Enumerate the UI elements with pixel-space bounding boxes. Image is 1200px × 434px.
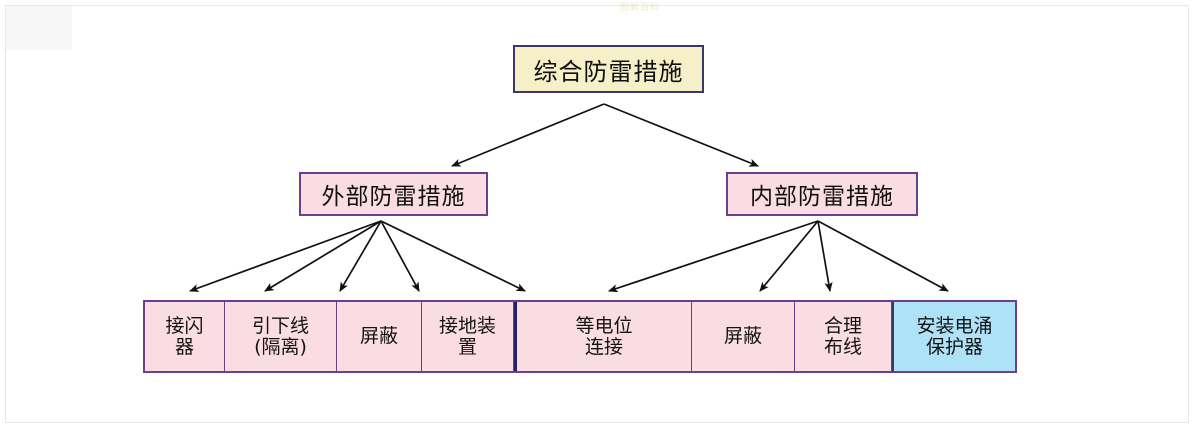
leaf-shielding-internal[interactable]: 屏蔽 bbox=[692, 302, 795, 371]
leaf-equipotential-bonding-label: 等电位 连接 bbox=[575, 314, 633, 358]
leaf-reasonable-wiring-label: 合理 布线 bbox=[823, 314, 862, 358]
leaf-earthing-device[interactable]: 接地装 置 bbox=[422, 302, 514, 371]
leaf-earthing-device-label: 接地装 置 bbox=[438, 314, 496, 358]
leaf-down-conductor-label: 引下线 (隔离) bbox=[251, 314, 309, 358]
arrow-group-external bbox=[189, 220, 526, 292]
leaf-surge-protector-label: 安装电涌 保护器 bbox=[916, 314, 993, 358]
node-root-label: 综合防雷措施 bbox=[533, 57, 684, 86]
frame-corner-shade bbox=[6, 6, 72, 50]
leaf-down-conductor[interactable]: 引下线 (隔离) bbox=[225, 302, 337, 371]
node-external-label: 外部防雷措施 bbox=[321, 184, 466, 210]
leaf-shielding-external[interactable]: 屏蔽 bbox=[337, 302, 422, 371]
node-root[interactable]: 综合防雷措施 bbox=[513, 45, 704, 93]
leaf-row: 接闪 器 引下线 (隔离) 屏蔽 接地装 置 等电位 连接 屏蔽 合理 布线 安… bbox=[143, 300, 1017, 373]
node-internal-label: 内部防雷措施 bbox=[750, 184, 894, 210]
watermark-text: 图解百科 bbox=[620, 3, 661, 13]
leaf-reasonable-wiring[interactable]: 合理 布线 bbox=[795, 302, 892, 371]
leaf-air-terminal[interactable]: 接闪 器 bbox=[145, 302, 225, 371]
node-internal-measures[interactable]: 内部防雷措施 bbox=[726, 172, 918, 216]
leaf-equipotential-bonding[interactable]: 等电位 连接 bbox=[514, 302, 692, 371]
node-external-measures[interactable]: 外部防雷措施 bbox=[299, 172, 488, 216]
arrow-group-root bbox=[451, 103, 759, 167]
leaf-surge-protector[interactable]: 安装电涌 保护器 bbox=[892, 302, 1015, 371]
leaf-shielding-external-label: 屏蔽 bbox=[359, 325, 398, 348]
arrow-group-internal bbox=[608, 220, 949, 293]
leaf-shielding-internal-label: 屏蔽 bbox=[723, 325, 762, 348]
leaf-air-terminal-label: 接闪 器 bbox=[165, 314, 204, 358]
